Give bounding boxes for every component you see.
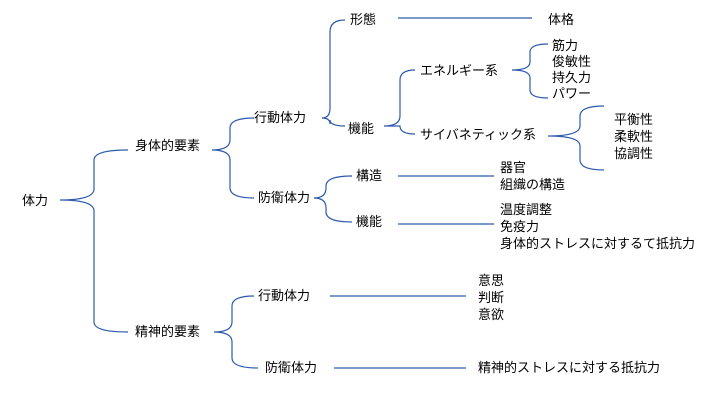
defense-function-item: 身体的ストレスに対するて抵抗力 [500, 236, 695, 252]
energy-bracket [511, 43, 549, 99]
physical-action-label: 行動体力 [254, 111, 306, 126]
cybernetic-item: 柔軟性 [614, 129, 653, 145]
physical-action-bracket [321, 19, 346, 127]
mental-label: 精神的要素 [135, 324, 200, 340]
mental-action-item: 意思 [478, 273, 504, 289]
energy-item: 持久力 [552, 71, 591, 86]
physical-function-label: 機能 [348, 122, 374, 137]
form-label: 形態 [350, 12, 376, 28]
cybernetic-bracket [547, 105, 605, 171]
energy-item: 俊敏性 [552, 55, 591, 70]
physical-defense-bracket [313, 175, 353, 223]
form-leaf: 体格 [548, 12, 574, 28]
energy-item: 筋力 [552, 38, 578, 54]
structure-item: 器官 [500, 160, 526, 176]
defense-function-label: 機能 [356, 215, 382, 230]
mental-action-item: 判断 [478, 291, 504, 306]
mental-bracket [213, 295, 259, 369]
energy-label: エネルギー系 [420, 64, 498, 79]
root-label: 体力 [22, 194, 48, 209]
root-bracket [59, 149, 129, 333]
physical-label: 身体的要素 [135, 138, 200, 154]
defense-function-item: 温度調整 [500, 202, 552, 218]
defense-function-item: 免疫力 [500, 219, 539, 235]
physical-defense-label: 防衛体力 [258, 190, 310, 206]
mental-action-item: 意欲 [478, 307, 504, 323]
structure-item: 組織の構造 [500, 178, 565, 193]
mental-defense-item: 精神的ストレスに対する抵抗力 [478, 360, 660, 376]
energy-item: パワー [552, 87, 591, 102]
cybernetic-item: 平衡性 [614, 113, 653, 128]
cybernetic-item: 協調性 [614, 147, 653, 162]
mental-defense-label: 防衛体力 [265, 360, 317, 376]
physical-function-bracket [383, 69, 416, 135]
cybernetic-label: サイバネティック系 [420, 128, 536, 143]
mental-action-label: 行動体力 [258, 289, 310, 304]
physical-bracket [211, 117, 255, 199]
structure-label: 構造 [356, 169, 382, 184]
